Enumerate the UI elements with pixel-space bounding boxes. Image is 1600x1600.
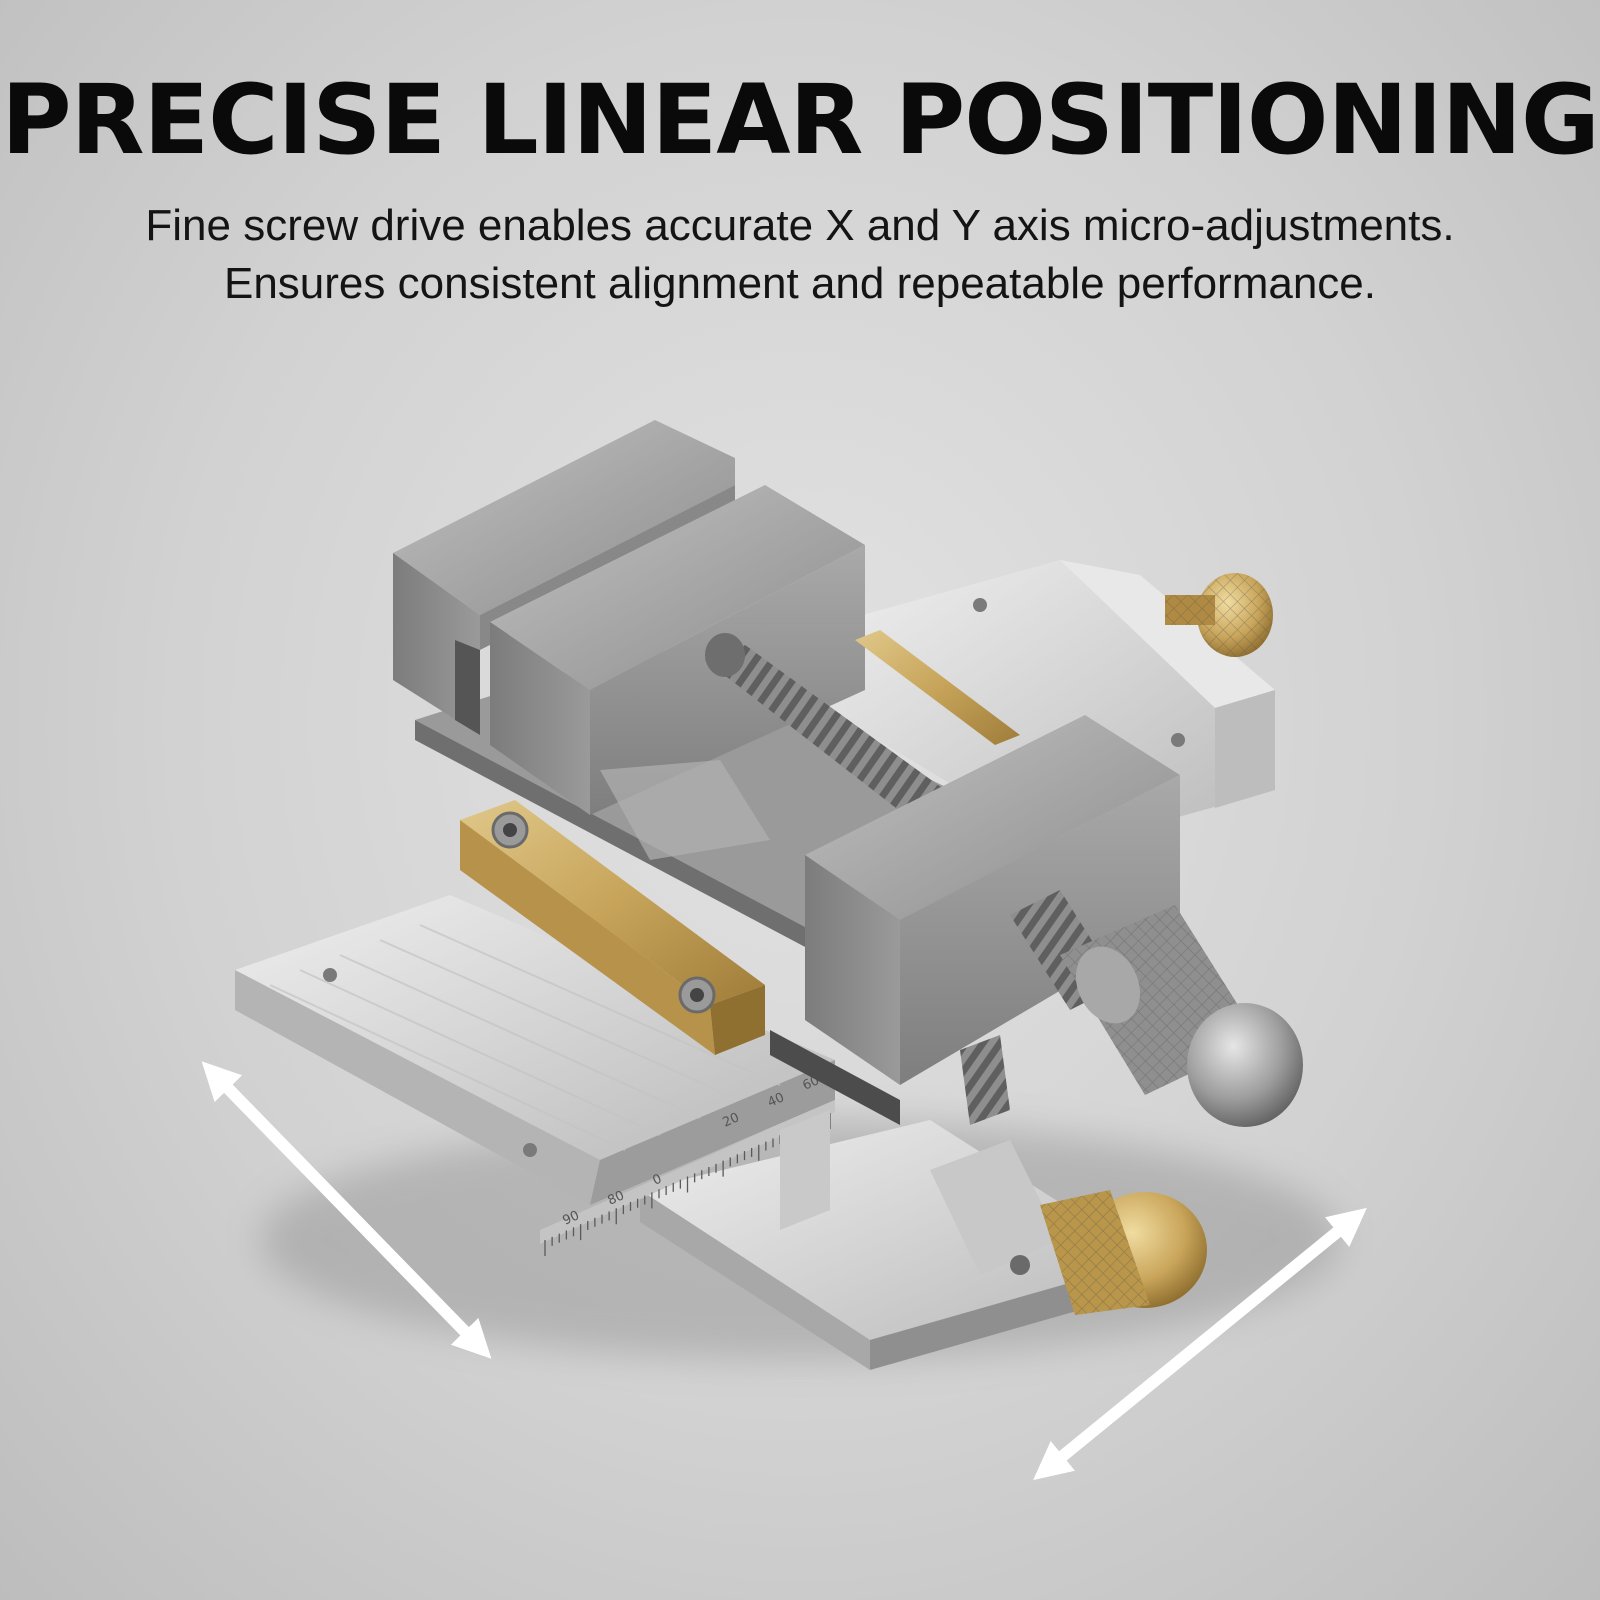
scale-label: 20 [721,1110,742,1130]
lead-screw [705,633,945,815]
double-arrow-icon [201,1061,492,1359]
rear-brass-knob [1165,573,1273,657]
steel-knob [1010,890,1303,1127]
scale-label: 80 [606,1188,627,1208]
subheadline-line-1: Fine screw drive enables accurate X and … [145,201,1455,250]
double-arrow-icon [1033,1207,1367,1481]
brass-gib-strip [460,800,765,1055]
subheadline-line-2: Ensures consistent alignment and repeata… [223,259,1376,308]
scale-label: 40 [766,1090,787,1110]
headline: PRECISE LINEAR POSITIONING [1,64,1599,176]
movable-jaw [490,485,865,860]
scale-label: 90 [561,1208,582,1228]
